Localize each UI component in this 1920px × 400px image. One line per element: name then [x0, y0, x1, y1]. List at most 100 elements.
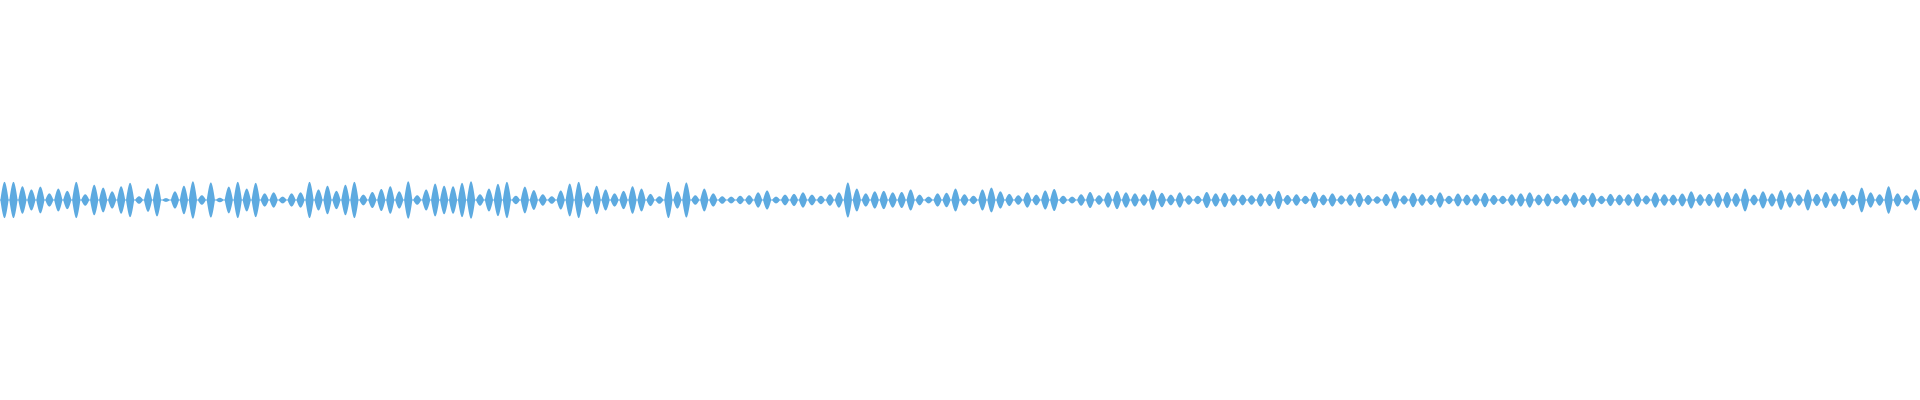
waveform-segment	[1749, 194, 1759, 206]
waveform-segment	[1014, 195, 1023, 205]
waveform-blobs	[0, 181, 1920, 219]
waveform-segment	[116, 186, 126, 214]
waveform-segment	[269, 192, 278, 208]
waveform-segment	[1292, 194, 1301, 206]
waveform-segment	[1705, 193, 1714, 207]
waveform-segment	[457, 182, 467, 218]
waveform-segment	[1005, 193, 1014, 207]
waveform-segment	[1794, 194, 1804, 206]
waveform-segment	[81, 194, 90, 206]
waveform-segment	[978, 189, 987, 211]
waveform-segment	[224, 186, 233, 214]
waveform-segment	[762, 190, 772, 210]
waveform-segment	[305, 181, 314, 219]
waveform-segment	[1265, 193, 1274, 207]
waveform-segment	[1166, 194, 1175, 206]
waveform-segment	[1346, 194, 1355, 206]
waveform-segment	[664, 181, 673, 219]
waveform-segment	[996, 191, 1005, 209]
waveform-segment	[754, 192, 763, 208]
waveform-segment	[1256, 193, 1265, 207]
waveform-segment	[897, 192, 906, 208]
waveform-segment	[1462, 194, 1472, 206]
waveform-segment	[583, 192, 592, 208]
waveform-segment	[951, 188, 960, 212]
waveform-segment	[1426, 195, 1436, 205]
waveform-segment	[395, 191, 404, 209]
waveform-segment	[1606, 193, 1615, 207]
waveform-segment	[1767, 193, 1777, 207]
waveform-segment	[646, 193, 655, 207]
waveform-segment	[924, 196, 933, 204]
waveform-segment	[1023, 192, 1032, 208]
waveform-segment	[1687, 191, 1696, 209]
waveform-segment	[700, 188, 709, 212]
waveform-segment	[1220, 192, 1229, 208]
waveform-segment	[1579, 195, 1588, 205]
waveform-segment	[1050, 188, 1059, 212]
waveform-segment	[825, 194, 835, 206]
waveform-segment	[1722, 192, 1732, 208]
waveform-segment	[709, 193, 718, 207]
waveform-segment	[888, 192, 897, 208]
waveform-segment	[439, 185, 449, 215]
waveform-segment	[36, 186, 45, 214]
waveform-segment	[1408, 192, 1418, 208]
waveform-segment	[413, 195, 422, 205]
waveform-segment	[987, 187, 996, 213]
waveform-segment	[1570, 192, 1579, 208]
waveform-segment	[1731, 193, 1741, 207]
waveform-segment	[350, 181, 359, 219]
waveform-segment	[1740, 188, 1750, 212]
waveform-segment	[1391, 191, 1400, 209]
waveform-segment	[1471, 194, 1481, 206]
waveform-segment	[1068, 196, 1077, 204]
waveform-segment	[1382, 193, 1391, 207]
waveform-segment	[1337, 195, 1346, 205]
waveform-segment	[206, 182, 215, 218]
waveform-segment	[233, 181, 242, 219]
waveform-segment	[1498, 195, 1507, 205]
waveform-segment	[1193, 195, 1202, 205]
waveform-segment	[1103, 192, 1113, 208]
waveform-segment	[251, 182, 260, 218]
waveform-segment	[1453, 193, 1463, 207]
waveform-segment	[296, 192, 305, 208]
waveform-segment	[0, 181, 9, 219]
waveform-segment	[861, 193, 870, 207]
waveform-segment	[1364, 195, 1373, 205]
waveform-segment	[475, 194, 485, 206]
waveform-segment	[771, 196, 781, 204]
waveform-segment	[242, 188, 251, 212]
waveform-segment	[1148, 190, 1158, 210]
waveform-segment	[1785, 192, 1795, 208]
waveform-segment	[1821, 192, 1830, 208]
waveform-segment	[45, 193, 54, 207]
waveform-segment	[1543, 193, 1552, 207]
waveform-segment	[1032, 194, 1041, 206]
waveform-segment	[1758, 191, 1768, 209]
waveform-segment	[1301, 195, 1310, 205]
waveform-segment	[520, 186, 529, 214]
waveform-segment	[1857, 187, 1866, 213]
waveform-segment	[1884, 186, 1893, 214]
waveform-segment	[332, 190, 341, 210]
waveform-segment	[1355, 192, 1364, 208]
waveform-segment	[108, 191, 117, 209]
waveform-segment	[682, 182, 691, 218]
waveform-segment	[9, 181, 18, 219]
waveform-segment	[1552, 195, 1561, 205]
waveform-segment	[1669, 194, 1678, 206]
waveform-segment	[619, 190, 628, 210]
waveform-segment	[341, 184, 350, 216]
waveform-segment	[260, 193, 269, 207]
waveform-segment	[1507, 194, 1516, 206]
waveform-segment	[1373, 196, 1382, 204]
waveform-segment	[736, 195, 745, 205]
waveform-segment	[1202, 192, 1211, 208]
waveform-segment	[1561, 194, 1570, 206]
waveform-segment	[188, 181, 198, 219]
waveform-segment	[170, 191, 180, 209]
waveform-segment	[63, 190, 72, 210]
